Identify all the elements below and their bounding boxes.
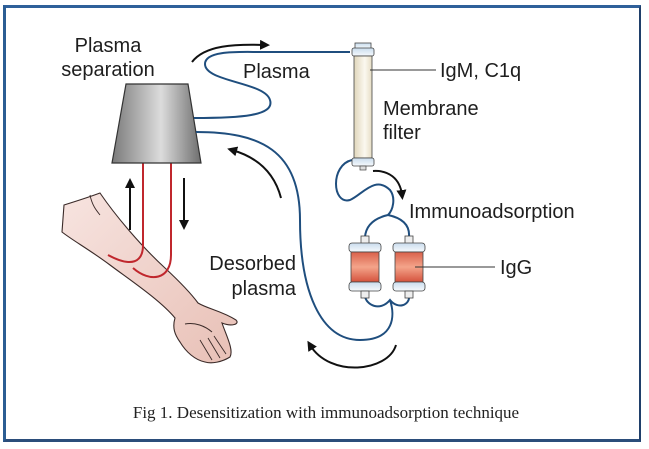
filter-flow-arrow-icon bbox=[372, 169, 407, 200]
label-immunoadsorption: Immunoadsorption bbox=[409, 201, 575, 223]
palm-crease bbox=[184, 323, 213, 333]
plasma-separator bbox=[111, 83, 202, 164]
label-plasma: Plasma bbox=[243, 61, 311, 83]
finger-lines bbox=[199, 335, 227, 361]
label-plasma-separation-line2: separation bbox=[61, 59, 154, 81]
label-desorbed-plasma: plasma bbox=[232, 278, 297, 300]
membrane-filter bbox=[351, 42, 375, 171]
label-filter: filter bbox=[383, 122, 421, 144]
desorbed-plasma-tubing bbox=[195, 131, 394, 342]
column-outlet-join bbox=[364, 295, 411, 308]
figure-caption: Fig 1. Desensitization with immunoadsorp… bbox=[133, 403, 519, 422]
label-igg: IgG bbox=[500, 257, 532, 279]
return-flow-arrow-icon bbox=[227, 146, 282, 199]
filter-outlet-tubing bbox=[335, 159, 395, 216]
label-plasma-separation-line1: Plasma bbox=[75, 35, 143, 57]
immunoadsorption-column-left bbox=[348, 235, 382, 299]
column-inlet-split bbox=[364, 214, 411, 238]
blood-in-line bbox=[132, 163, 172, 278]
plasma-flow-arrow-icon bbox=[191, 39, 270, 63]
label-desorbed: Desorbed bbox=[209, 253, 296, 275]
immunoadsorption-column-right bbox=[392, 235, 426, 299]
label-membrane: Membrane bbox=[383, 98, 479, 120]
plasma-tubing bbox=[193, 50, 350, 119]
blood-lines bbox=[107, 163, 172, 278]
elbow-line bbox=[89, 194, 101, 216]
desorbed-flow-arrow-icon bbox=[307, 340, 397, 369]
label-igm-c1q: IgM, C1q bbox=[440, 60, 521, 82]
blood-out-line bbox=[107, 163, 144, 264]
